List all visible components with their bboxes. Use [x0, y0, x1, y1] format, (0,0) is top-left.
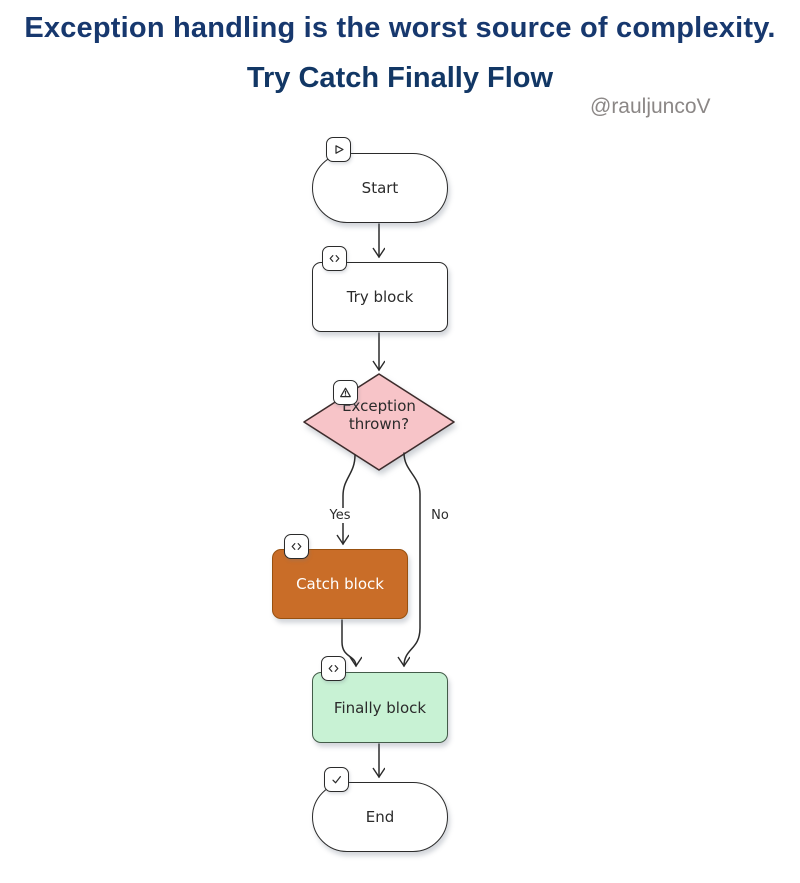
node-catch-block: Catch block	[272, 549, 408, 619]
edge-label-yes: Yes	[326, 508, 354, 523]
page-title: Exception handling is the worst source o…	[24, 12, 776, 44]
end-badge	[324, 767, 349, 792]
finally-badge	[321, 656, 346, 681]
start-badge	[326, 137, 351, 162]
code-icon	[328, 665, 339, 672]
edge-decision-catch-yes	[343, 454, 356, 544]
node-start-label: Start	[361, 179, 399, 197]
node-try-block: Try block	[312, 262, 448, 332]
node-start: Start	[312, 153, 448, 223]
check-icon	[332, 775, 341, 784]
node-catch-label: Catch block	[296, 575, 384, 593]
node-try-label: Try block	[346, 288, 414, 306]
warning-icon	[340, 387, 351, 398]
diagram-title: Try Catch Finally Flow	[246, 62, 554, 94]
node-end: End	[312, 782, 448, 852]
code-icon	[291, 543, 302, 550]
node-decision-label: Exception thrown?	[342, 397, 416, 433]
node-finally-block: Finally block	[312, 672, 448, 743]
node-finally-label: Finally block	[333, 698, 427, 717]
catch-badge	[284, 534, 309, 559]
edge-label-no: No	[428, 508, 452, 523]
node-end-label: End	[365, 808, 395, 826]
play-icon	[335, 145, 344, 154]
code-icon	[329, 255, 340, 262]
decision-badge	[333, 380, 358, 405]
try-badge	[322, 246, 347, 271]
author-handle: @rauljuncoV	[590, 95, 711, 118]
